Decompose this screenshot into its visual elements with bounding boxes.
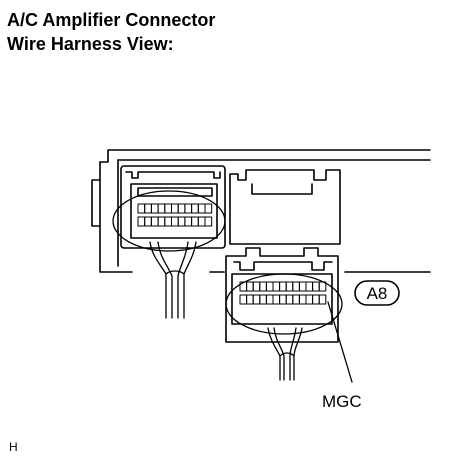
lower-connector-highlight-ellipse <box>225 273 343 335</box>
pin-cell <box>305 281 314 292</box>
pin-cell <box>312 294 320 305</box>
pin-cell <box>204 203 213 214</box>
pin-cell <box>265 294 274 305</box>
pin-cell <box>191 216 199 227</box>
pin-cell <box>272 294 281 305</box>
pin-cell <box>171 203 179 214</box>
pin-cell <box>246 294 254 305</box>
connector-id-badge: A8 <box>354 280 400 306</box>
upper-left-connector <box>120 165 226 249</box>
pin-cell <box>246 281 254 292</box>
pin-cell <box>298 281 307 292</box>
pin-cell <box>157 216 166 227</box>
pin-cell <box>305 294 314 305</box>
pin-cell <box>279 281 287 292</box>
pin-cell <box>272 281 281 292</box>
title-line-1: A/C Amplifier Connector <box>7 10 216 30</box>
pin-cell <box>298 294 307 305</box>
upper-left-pin-grid <box>137 203 213 227</box>
pin-cell <box>150 216 159 227</box>
pin-cell <box>137 203 146 214</box>
pin-cell <box>177 203 186 214</box>
lower-connector-a8 <box>225 247 339 343</box>
pin-cell <box>318 294 327 305</box>
upper-wire-harness <box>149 241 197 319</box>
pin-cell <box>197 216 206 227</box>
lower-wire-harness <box>267 327 303 381</box>
pin-cell <box>285 294 294 305</box>
pin-cell <box>312 281 320 292</box>
upper-connector-highlight-ellipse <box>112 190 226 252</box>
pin-cell <box>164 216 173 227</box>
pin-cell <box>285 281 294 292</box>
corner-mark: H <box>9 440 18 454</box>
pin-cell <box>204 216 213 227</box>
pin-cell <box>252 281 261 292</box>
pin-cell <box>171 216 179 227</box>
upper-right-socket <box>229 169 341 245</box>
pin-cell <box>144 216 152 227</box>
pin-cell <box>157 203 166 214</box>
pin-cell <box>259 294 267 305</box>
pin-cell <box>191 203 199 214</box>
pin-cell <box>265 281 274 292</box>
pin-cell <box>184 216 193 227</box>
pin-cell <box>164 203 173 214</box>
pin-cell <box>252 294 261 305</box>
pin-label-mgc: MGC <box>322 392 362 411</box>
pin-cell <box>259 281 267 292</box>
title-line-2: Wire Harness View: <box>7 34 174 54</box>
pin-cell <box>184 203 193 214</box>
mgc-leader-line <box>327 301 353 383</box>
connector-id-text: A8 <box>367 284 388 303</box>
pin-cell <box>177 216 186 227</box>
pin-cell <box>292 294 300 305</box>
amplifier-housing <box>91 149 431 273</box>
pin-cell <box>150 203 159 214</box>
pin-cell <box>239 294 248 305</box>
pin-cell <box>137 216 146 227</box>
lower-pin-grid <box>239 281 327 305</box>
pin-cell <box>279 294 287 305</box>
pin-cell <box>197 203 206 214</box>
pin-cell <box>144 203 152 214</box>
pin-cell <box>292 281 300 292</box>
